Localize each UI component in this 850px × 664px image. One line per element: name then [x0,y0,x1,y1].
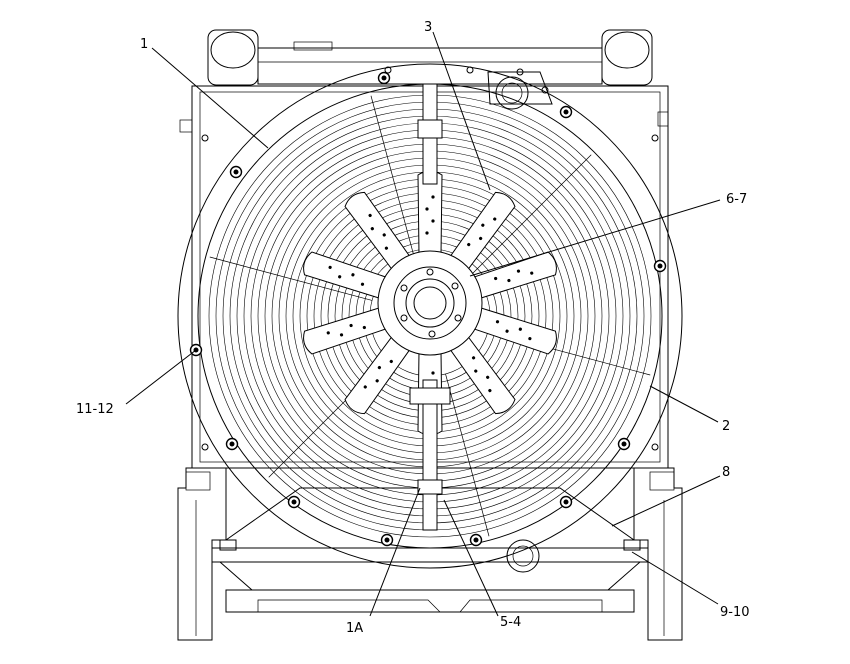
leader-1A [369,487,421,617]
grille-radial-support [445,373,490,537]
grille-radial-support [209,256,373,301]
callout-3: 3 [424,20,432,35]
bolt [380,533,394,547]
callout-1: 1 [140,37,148,52]
bolt [287,495,301,509]
callout-labels: 1 3 6-7 11-12 2 8 1A 5-4 9-10 [76,20,750,636]
leader-6-7 [469,199,721,277]
leader-2 [649,385,719,423]
bolt [229,165,243,179]
fan-hub [377,250,483,356]
callout-8: 8 [722,465,730,480]
bolt [469,533,483,547]
fan-blade [448,334,516,415]
callout-11-12: 11-12 [76,402,114,417]
fan-blade [303,251,389,300]
fan-blade [471,251,557,300]
leader-9-10 [631,551,719,605]
leader-8 [611,475,721,527]
bolt [377,71,391,85]
fan-blade [471,306,557,355]
bolt [617,437,631,451]
mounting-bolts [189,71,667,547]
callout-6-7: 6-7 [726,192,747,207]
leader-11-12 [125,349,197,405]
bolt [559,105,573,119]
fan-blade [344,334,412,415]
callout-9-10: 9-10 [720,605,750,620]
leader-3 [432,31,491,191]
grille-radial-support [370,95,415,259]
fan-blade [303,306,389,355]
bolt [225,437,239,451]
callout-leader-lines [125,31,721,617]
grille-radial-support [472,154,592,274]
guard-support-straps [409,83,451,531]
callout-1A: 1A [346,621,363,636]
callout-5-4: 5-4 [500,615,521,630]
fan-blade [344,191,412,272]
leader-5-4 [443,499,499,617]
bolt [559,495,573,509]
fan-blades [303,170,557,436]
callout-2: 2 [722,419,730,434]
fan-blade [448,191,516,272]
leader-1 [151,47,269,149]
bolt [653,259,667,273]
